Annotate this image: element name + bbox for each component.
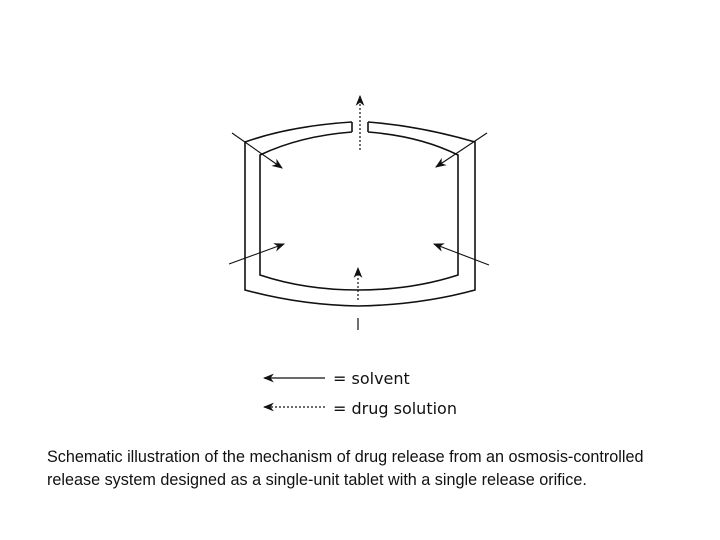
solvent-arrow-bottom-right [432, 243, 490, 266]
legend-solvent-label: = solvent [333, 369, 410, 388]
tablet-membrane-outer [244, 121, 476, 307]
legend-drug-solution-label: = drug solution [333, 399, 457, 418]
solvent-arrow-top-right [435, 132, 488, 168]
solvent-arrow-top-left [231, 132, 283, 169]
tablet-membrane-inner [259, 131, 459, 291]
legend: = solvent = drug solution [262, 369, 457, 418]
solvent-arrow-bottom-left [228, 243, 286, 265]
figure-caption: Schematic illustration of the mechanism … [47, 448, 644, 489]
